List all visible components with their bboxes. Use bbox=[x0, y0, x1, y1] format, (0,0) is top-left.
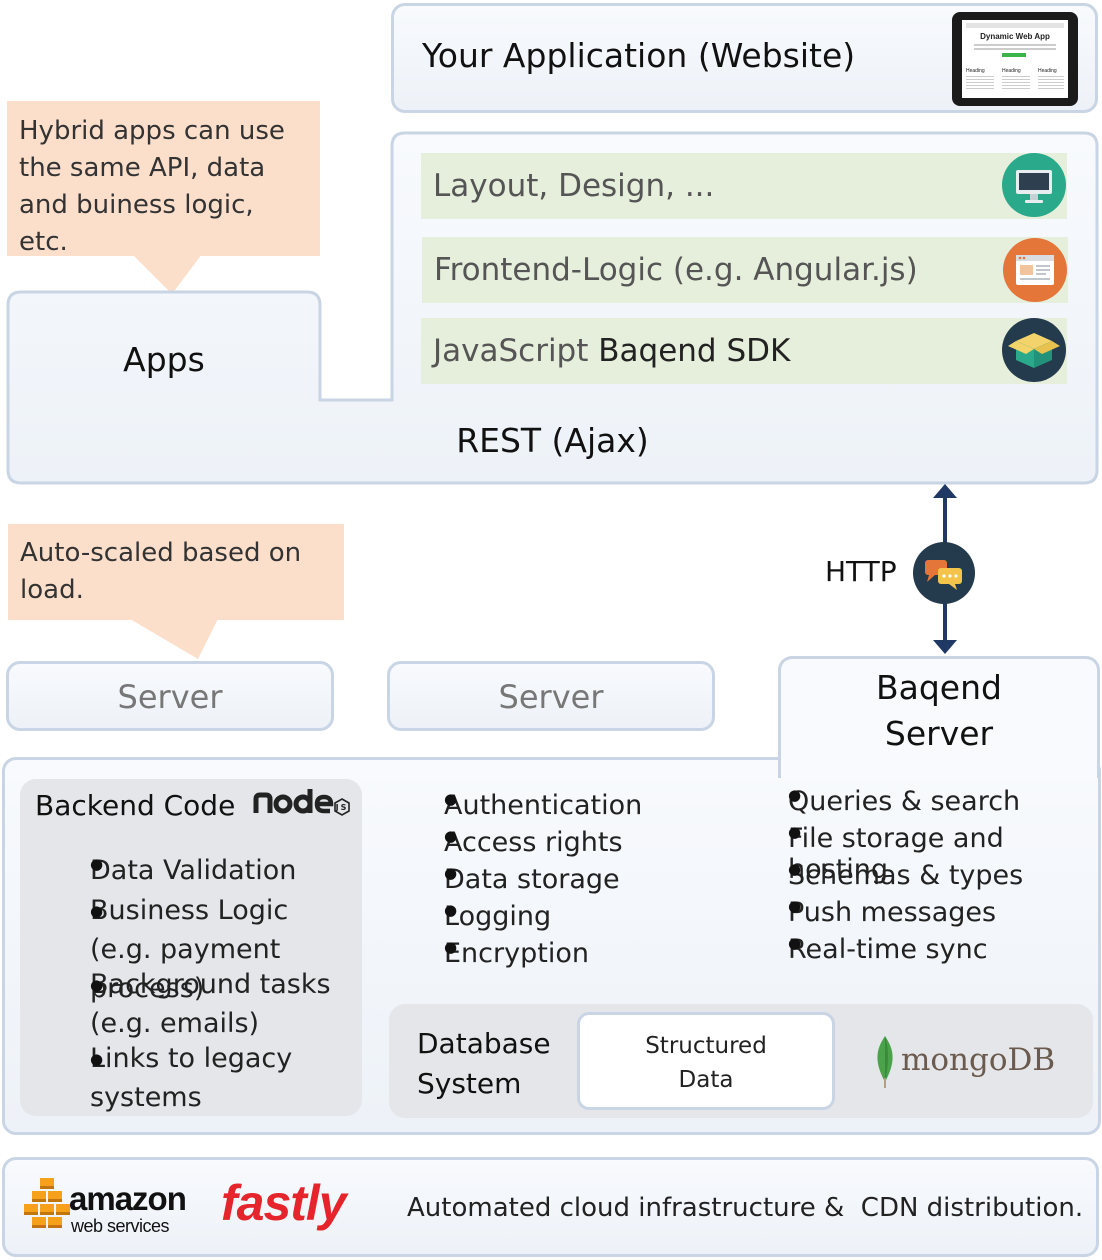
tablet-image: Dynamic Web App Heading Heading Heading bbox=[952, 12, 1078, 106]
tablet-heading-2: Heading bbox=[1002, 68, 1021, 74]
list-item: Logging bbox=[388, 901, 728, 938]
autoscale-callout-pointer bbox=[130, 619, 218, 659]
list-item: Encryption bbox=[388, 938, 728, 975]
mongodb-logo: mongoDB bbox=[871, 1034, 1071, 1090]
server-1-label: Server bbox=[117, 678, 223, 716]
list-item: Access rights bbox=[388, 827, 728, 864]
backend-code-panel: Backend Code node-js JS Data Validation … bbox=[20, 779, 362, 1116]
list-item: Business Logic (e.g. payment process) bbox=[20, 893, 350, 1004]
rest-ajax-label: REST (Ajax) bbox=[456, 421, 649, 460]
baqend-server-tab: Baqend Server bbox=[778, 656, 1100, 778]
list-item-text: Logging bbox=[444, 901, 552, 932]
features-list-1: Authentication Access rights Data storag… bbox=[388, 790, 728, 975]
list-item: Push messages bbox=[733, 897, 1099, 934]
list-item: Authentication bbox=[388, 790, 728, 827]
list-item: Data storage bbox=[388, 864, 728, 901]
svg-text:JS: JS bbox=[335, 803, 349, 812]
server-box-1: Server bbox=[6, 661, 334, 731]
app-subtitle-text: (Website) bbox=[697, 36, 856, 75]
app-title: Your Application (Website) bbox=[422, 36, 855, 75]
tablet-title: Dynamic Web App bbox=[980, 32, 1050, 41]
layer-baqend-sdk: JavaScript Baqend SDK bbox=[421, 318, 1067, 384]
backend-code-title: Backend Code bbox=[35, 789, 236, 822]
aws-cubes-icon bbox=[24, 1178, 70, 1228]
database-system-label: Database System bbox=[417, 1027, 551, 1100]
structured-data-box: Structured Data bbox=[577, 1012, 835, 1110]
client-container bbox=[6, 131, 1099, 485]
list-item-text: Real-time sync bbox=[788, 934, 988, 965]
list-item: Real-time sync bbox=[733, 934, 1099, 971]
apps-label: Apps bbox=[123, 340, 205, 379]
chat-bubbles-icon bbox=[913, 542, 975, 604]
fastly-logo-text: fastly bbox=[221, 1175, 347, 1231]
layer-frontend-logic-text: Frontend-Logic (e.g. Angular.js) bbox=[434, 252, 918, 288]
mongodb-leaf-icon bbox=[877, 1036, 893, 1088]
list-item-text: Authentication bbox=[444, 790, 643, 821]
layer-sdk-prefix: JavaScript bbox=[433, 333, 599, 369]
baqend-server-label: Baqend Server bbox=[876, 668, 1002, 753]
autoscale-callout: Auto-scaled based on load. bbox=[8, 524, 344, 620]
monitor-icon bbox=[1002, 153, 1066, 217]
http-label: HTTP bbox=[825, 555, 897, 588]
layer-layout-design-text: Layout, Design, ... bbox=[433, 168, 715, 204]
structured-data-label: Structured Data bbox=[645, 1033, 767, 1093]
list-item-text: Background tasks (e.g. emails) bbox=[90, 969, 331, 1039]
browser-window-icon bbox=[1003, 238, 1067, 302]
list-item-text: Encryption bbox=[444, 938, 589, 969]
tablet-heading-1: Heading bbox=[966, 68, 985, 74]
list-item: Queries & search bbox=[733, 786, 1099, 823]
features-list-2: Queries & search File storage and hostin… bbox=[733, 786, 1099, 971]
hybrid-callout-pointer bbox=[132, 254, 202, 294]
database-panel: Database System Structured Data mongoDB bbox=[389, 1004, 1093, 1118]
webservices-logo-text: web services bbox=[71, 1216, 170, 1236]
amazon-logo-text: amazon bbox=[69, 1180, 187, 1217]
footer-description: Automated cloud infrastructure & CDN dis… bbox=[407, 1193, 1084, 1223]
list-item: File storage and hosting bbox=[733, 823, 1099, 885]
list-item-text: Access rights bbox=[444, 827, 623, 858]
layer-sdk-bold: Baqend SDK bbox=[598, 333, 791, 369]
layer-frontend-logic: Frontend-Logic (e.g. Angular.js) bbox=[422, 237, 1068, 303]
hybrid-apps-callout: Hybrid apps can use the same API, data a… bbox=[7, 101, 320, 257]
nodejs-logo: node-js JS bbox=[252, 787, 352, 826]
list-item-text: Push messages bbox=[788, 897, 997, 928]
server-2-label: Server bbox=[498, 678, 604, 716]
list-item: Data Validation bbox=[20, 855, 350, 893]
autoscale-text: Auto-scaled based on load. bbox=[20, 538, 302, 605]
app-title-text: Your Application bbox=[422, 36, 688, 75]
your-application-box: Your Application (Website) Dynamic Web A… bbox=[391, 3, 1098, 113]
hybrid-apps-text: Hybrid apps can use the same API, data a… bbox=[19, 116, 285, 257]
layer-layout-design: Layout, Design, ... bbox=[421, 153, 1067, 219]
tablet-heading-3: Heading bbox=[1038, 68, 1057, 74]
list-item-text: Data Validation bbox=[90, 855, 297, 886]
list-item: Links to legacy systems bbox=[20, 1041, 350, 1115]
package-box-icon bbox=[1002, 318, 1066, 382]
server-box-2: Server bbox=[387, 661, 715, 731]
list-item-text: Schemas & types bbox=[788, 860, 1024, 891]
backend-code-list: Data Validation Business Logic (e.g. pay… bbox=[20, 855, 350, 1115]
list-item-text: Data storage bbox=[444, 864, 620, 895]
list-item: Schemas & types bbox=[733, 860, 1099, 897]
list-item: Background tasks (e.g. emails) bbox=[20, 967, 350, 1041]
footer-box: amazon web services fastly Automated clo… bbox=[2, 1157, 1099, 1257]
mongodb-logo-text: mongoDB bbox=[901, 1042, 1056, 1078]
list-item-text: Links to legacy systems bbox=[90, 1043, 293, 1113]
list-item-text: Queries & search bbox=[788, 786, 1021, 817]
